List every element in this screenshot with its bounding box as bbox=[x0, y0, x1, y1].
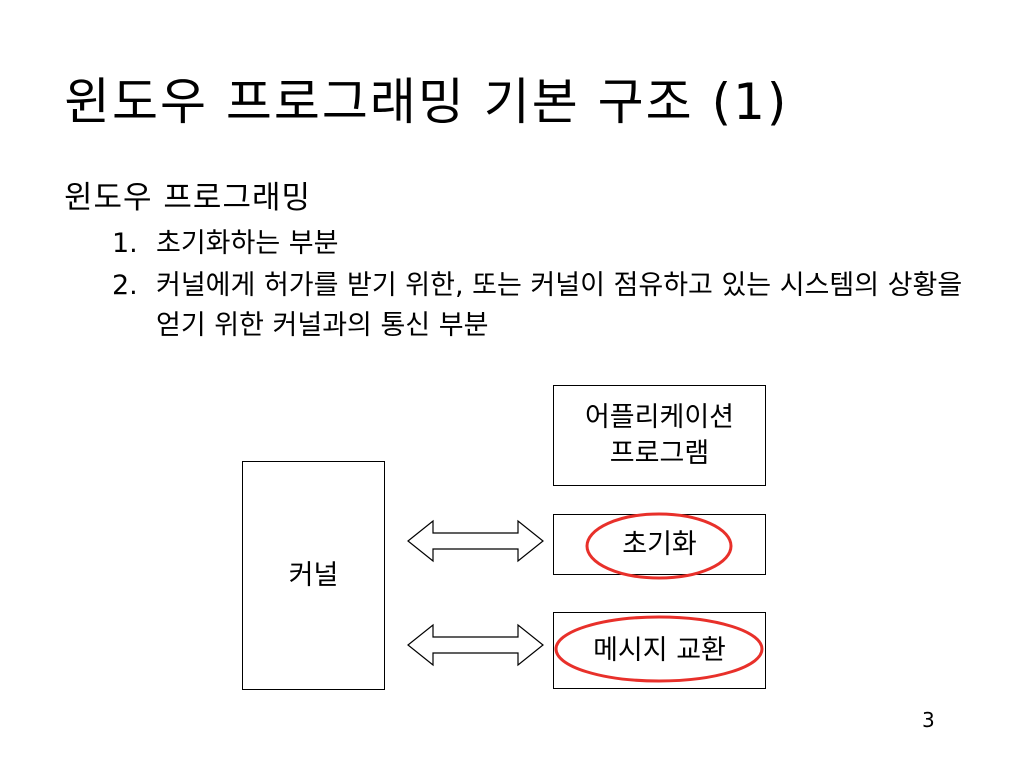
message-exchange-label: 메시지 교환 bbox=[593, 634, 726, 666]
list-item-text: 커널에게 허가를 받기 위한, 또는 커널이 점유하고 있는 시스템의 상황을 … bbox=[156, 270, 963, 341]
list-item-number: 1. bbox=[112, 228, 138, 259]
list-item: 2. 커널에게 허가를 받기 위한, 또는 커널이 점유하고 있는 시스템의 상… bbox=[112, 266, 986, 346]
double-arrow-top bbox=[407, 519, 544, 563]
list-item: 1. 초기화하는 부분 bbox=[112, 224, 986, 264]
double-arrow-bottom bbox=[407, 623, 544, 667]
application-program-box: 어플리케이션 프로그램 bbox=[553, 385, 766, 486]
section-heading: 윈도우 프로그래밍 bbox=[64, 180, 312, 216]
list-item-text: 초기화하는 부분 bbox=[156, 228, 339, 259]
application-program-label: 어플리케이션 프로그램 bbox=[584, 401, 735, 469]
message-exchange-box: 메시지 교환 bbox=[553, 612, 766, 689]
initialization-box: 초기화 bbox=[553, 514, 766, 575]
list-item-number: 2. bbox=[112, 270, 138, 301]
numbered-list: 1. 초기화하는 부분 2. 커널에게 허가를 받기 위한, 또는 커널이 점유… bbox=[112, 224, 986, 346]
page-number: 3 bbox=[922, 708, 935, 732]
initialization-label: 초기화 bbox=[622, 528, 697, 560]
kernel-box: 커널 bbox=[242, 461, 385, 690]
kernel-label: 커널 bbox=[288, 559, 339, 591]
slide-title: 윈도우 프로그래밍 기본 구조 (1) bbox=[64, 73, 789, 131]
